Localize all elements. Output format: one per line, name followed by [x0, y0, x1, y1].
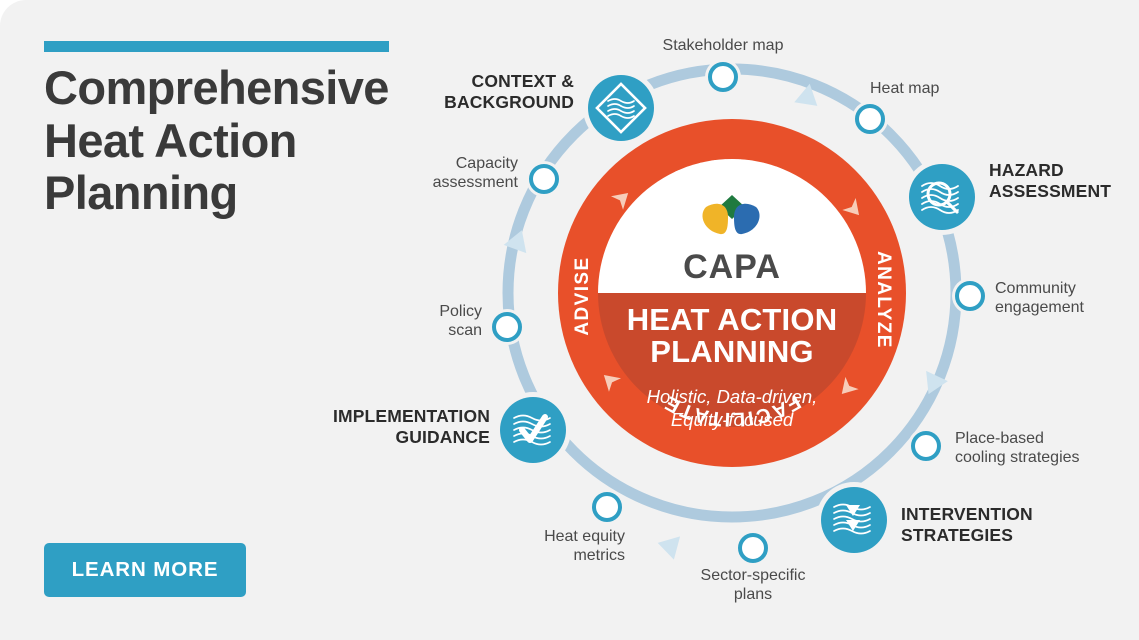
center-heading: HEAT ACTION PLANNING: [626, 302, 838, 369]
pillar-label-implementation-guidance[interactable]: IMPLEMENTATION GUIDANCE: [333, 406, 490, 447]
pillar-context-background[interactable]: [588, 75, 654, 141]
step-label-policy-scan: Policy scan: [439, 303, 482, 339]
step-node-heat-map[interactable]: [855, 104, 885, 134]
step-label-sector-specific-plans: Sector-specific plans: [700, 567, 806, 603]
title-accent-bar: [44, 41, 389, 52]
step-node-capacity-assessment[interactable]: [529, 164, 559, 194]
magnifier-map-icon: [921, 181, 959, 214]
step-node-heat-equity-metrics[interactable]: [592, 492, 622, 522]
step-node-policy-scan[interactable]: [492, 312, 522, 342]
track-arrowheads: [503, 83, 948, 560]
step-node-community-engagement[interactable]: [955, 281, 985, 311]
step-label-heat-map: Heat map: [870, 80, 940, 97]
pillar-label-intervention-strategies[interactable]: INTERVENTION STRATEGIES: [901, 504, 1033, 545]
central-ring: [558, 119, 906, 467]
capa-wordmark: CAPA: [683, 248, 781, 286]
pillar-label-hazard-assessment[interactable]: HAZARD ASSESSMENT: [989, 160, 1112, 201]
step-label-stakeholder-map: Stakeholder map: [662, 37, 784, 54]
step-node-sector-specific-plans[interactable]: [738, 533, 768, 563]
center-tagline: Holistic, Data-driven, Equity-focused: [646, 386, 818, 430]
step-label-heat-equity-metrics: Heat equity metrics: [544, 528, 625, 564]
page-title: Comprehensive Heat Action Planning: [44, 61, 389, 220]
pillar-implementation-guidance[interactable]: [500, 397, 566, 463]
checkmark-map-icon: [513, 414, 551, 446]
capa-logo-icon: [702, 195, 760, 235]
ring-arrow-markers: [603, 192, 860, 394]
step-label-community-engagement: Community engagement: [995, 280, 1084, 316]
pillar-label-context-background[interactable]: CONTEXT & BACKGROUND: [444, 71, 574, 112]
step-label-place-based-cooling: Place-based cooling strategies: [955, 430, 1080, 466]
pillar-intervention-strategies[interactable]: [821, 487, 887, 553]
diamond-map-icon: [595, 82, 647, 134]
step-node-place-based-cooling[interactable]: [911, 431, 941, 461]
pillar-hazard-assessment[interactable]: [909, 164, 975, 230]
step-label-capacity-assessment: Capacity assessment: [432, 155, 518, 191]
step-node-stakeholder-map[interactable]: [708, 62, 738, 92]
learn-more-button[interactable]: LEARN MORE: [44, 543, 246, 597]
cooling-arrows-map-icon: [833, 503, 871, 535]
